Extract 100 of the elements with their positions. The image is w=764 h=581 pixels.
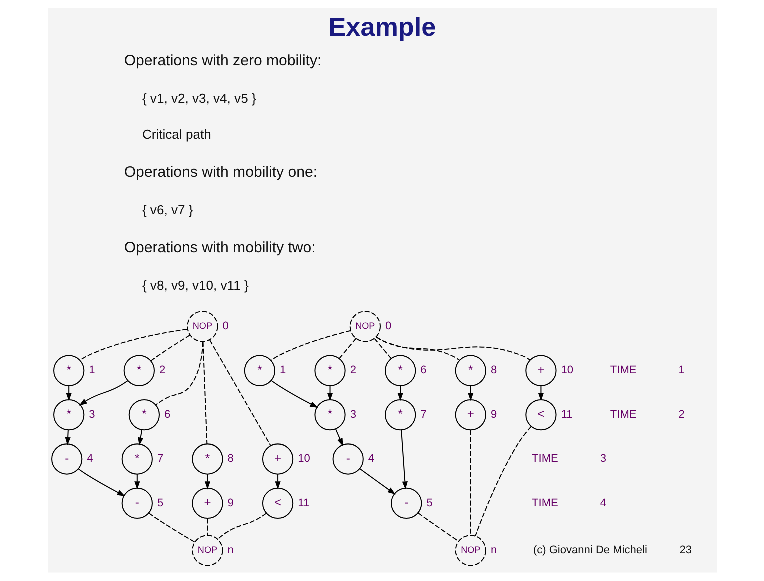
node-label: 3 xyxy=(88,408,95,421)
label: TIME xyxy=(532,497,558,510)
node-circle: + xyxy=(454,399,486,431)
label: 2 xyxy=(678,408,684,421)
node-label: 9 xyxy=(227,497,234,510)
label: 4 xyxy=(600,497,606,510)
label: TIME xyxy=(610,364,636,377)
connector xyxy=(417,512,458,542)
arrow xyxy=(270,380,318,408)
node-label: 11 xyxy=(298,497,310,510)
node-circle: - xyxy=(51,444,82,475)
label: Operations with zero mobility: xyxy=(124,52,322,70)
connector xyxy=(206,518,208,536)
node-label: n xyxy=(227,544,234,556)
node-label: 6 xyxy=(164,408,170,421)
node-label: 1 xyxy=(88,364,95,377)
arrow xyxy=(335,429,343,447)
node-label: 4 xyxy=(368,453,374,466)
node-label: 7 xyxy=(156,453,164,466)
node-circle: * xyxy=(314,355,346,386)
node-circle: NOP xyxy=(454,535,486,566)
arrow xyxy=(78,380,128,406)
arrow xyxy=(274,474,280,490)
connector xyxy=(474,426,532,536)
node-circle: + xyxy=(525,355,556,386)
node-circle: * xyxy=(121,444,152,475)
connector xyxy=(80,328,188,361)
connector xyxy=(148,512,195,543)
arrow xyxy=(468,386,474,402)
arrow xyxy=(326,386,333,402)
node-circle: < xyxy=(262,488,294,520)
node-circle: * xyxy=(53,399,84,431)
node-label: 0 xyxy=(385,320,392,332)
node-label: 0 xyxy=(222,320,228,332)
node-label: 8 xyxy=(227,453,234,466)
arrow xyxy=(400,430,408,490)
connector xyxy=(150,334,190,362)
node-label: 2 xyxy=(350,364,356,377)
arrow xyxy=(538,386,544,402)
connector xyxy=(208,340,271,446)
arrow xyxy=(359,468,396,495)
label: TIME xyxy=(610,408,636,421)
label: Critical path xyxy=(142,127,211,142)
node-label: 5 xyxy=(156,497,164,510)
node-circle: * xyxy=(454,355,486,386)
connector xyxy=(338,338,356,360)
node-circle: * xyxy=(384,355,416,386)
label: 1 xyxy=(678,364,684,377)
node-circle: NOP xyxy=(192,535,223,566)
connector xyxy=(374,338,392,360)
node-label: 11 xyxy=(560,408,572,421)
node-label: 1 xyxy=(280,364,286,377)
connector xyxy=(376,336,460,361)
connector xyxy=(270,330,350,362)
node-circle: NOP xyxy=(349,311,380,342)
node-circle: * xyxy=(384,399,416,431)
label: Operations with mobility one: xyxy=(124,164,318,181)
arrow xyxy=(397,386,403,402)
connector xyxy=(155,342,204,406)
node-label: 9 xyxy=(490,408,497,421)
node-circle: * xyxy=(314,399,346,431)
label: 3 xyxy=(600,453,606,466)
node-circle: * xyxy=(53,355,84,386)
label: { v6, v7 } xyxy=(142,202,193,218)
arrow xyxy=(134,474,140,490)
label: { v8, v9, v10, v11 } xyxy=(142,278,248,293)
node-label: 3 xyxy=(350,408,356,421)
label: Operations with mobility two: xyxy=(124,239,316,256)
label: { v1, v2, v3, v4, v5 } xyxy=(142,91,256,106)
node-label: 10 xyxy=(560,364,574,377)
node-label: 5 xyxy=(426,497,432,510)
node-circle: * xyxy=(128,399,160,431)
connector xyxy=(470,430,471,536)
node-label: 2 xyxy=(159,364,166,377)
node-circle: * xyxy=(244,355,276,386)
node-label: 7 xyxy=(420,408,426,421)
node-circle: < xyxy=(525,399,556,431)
connector xyxy=(202,342,208,444)
arrow xyxy=(66,386,72,402)
node-circle: + xyxy=(262,444,294,475)
node-label: 10 xyxy=(298,453,310,466)
arrow xyxy=(138,430,144,446)
node-circle: - xyxy=(332,444,364,475)
node-circle: * xyxy=(192,444,223,475)
node-circle: - xyxy=(390,488,422,520)
node-label: 4 xyxy=(86,453,93,466)
node-label: n xyxy=(490,544,497,556)
arrow xyxy=(78,468,125,496)
label: 23 xyxy=(679,544,692,556)
node-label: 6 xyxy=(420,364,426,377)
arrow xyxy=(64,430,70,446)
arrow xyxy=(204,474,210,490)
connector xyxy=(217,513,266,540)
node-circle: + xyxy=(192,488,223,520)
label: TIME xyxy=(532,453,558,466)
node-circle: - xyxy=(121,488,152,520)
node-circle: NOP xyxy=(186,311,218,342)
diagram-title: Example xyxy=(328,12,436,42)
node-circle: * xyxy=(123,355,154,386)
connector xyxy=(376,336,530,361)
